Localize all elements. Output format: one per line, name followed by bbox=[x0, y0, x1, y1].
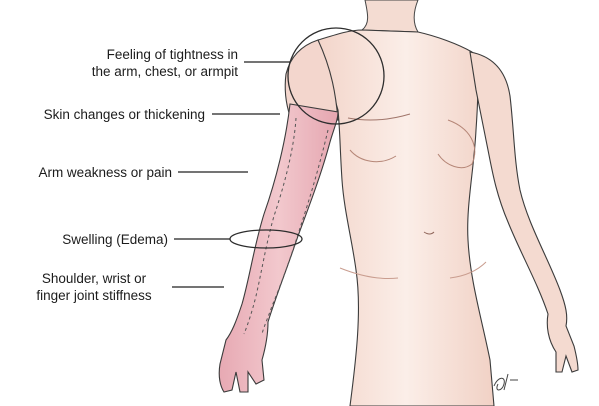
label-skin-changes: Skin changes or thickening bbox=[2, 106, 205, 123]
label-tightness: Feeling of tightness in the arm, chest, … bbox=[10, 46, 238, 80]
label-joint-stiffness: Shoulder, wrist or finger joint stiffnes… bbox=[14, 270, 174, 304]
artist-signature bbox=[494, 374, 518, 390]
right-arm bbox=[470, 52, 578, 372]
label-swelling: Swelling (Edema) bbox=[2, 231, 168, 248]
neck bbox=[362, 0, 418, 32]
label-arm-weakness: Arm weakness or pain bbox=[2, 164, 172, 181]
torso bbox=[318, 30, 494, 406]
